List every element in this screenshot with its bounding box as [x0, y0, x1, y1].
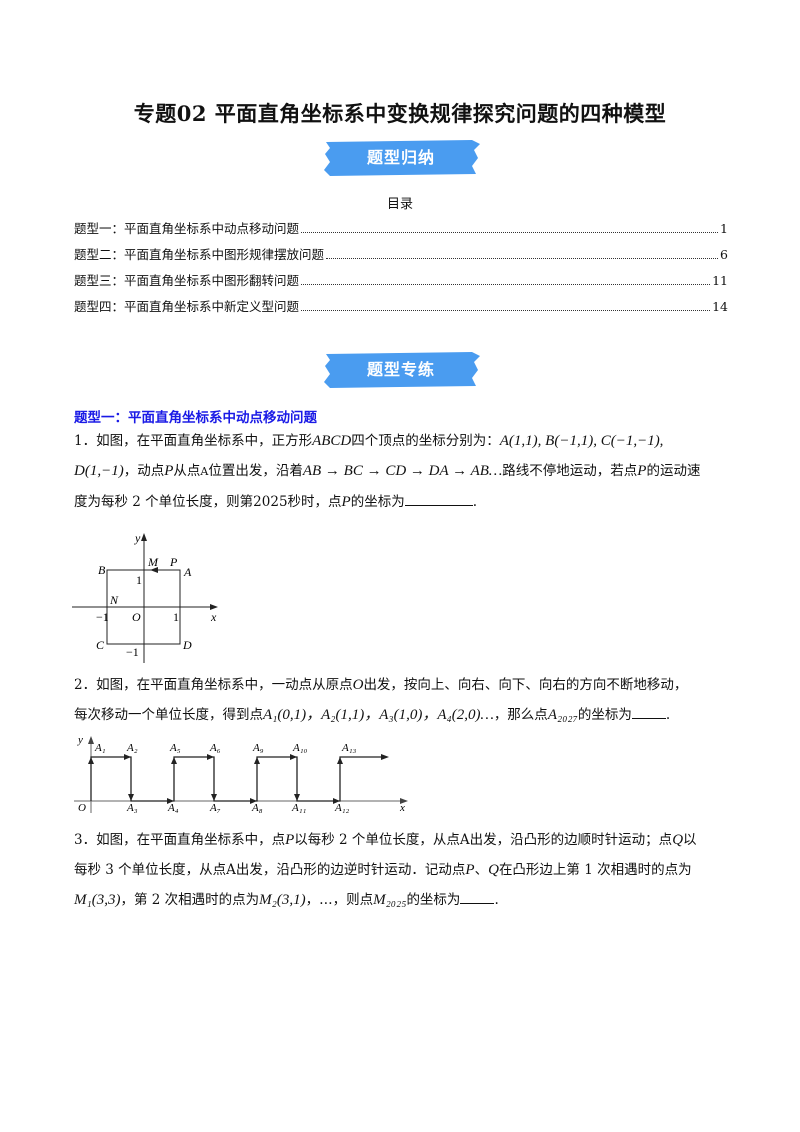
- toc-item[interactable]: 题型一：平面直角坐标系中动点移动问题 1: [74, 218, 728, 244]
- svg-text:x: x: [210, 610, 217, 624]
- toc-item-page: 6: [720, 247, 728, 262]
- svg-text:O: O: [78, 802, 86, 813]
- svg-text:A₂: A₂: [126, 742, 138, 754]
- svg-text:A₉: A₉: [252, 742, 264, 754]
- square-abcd-figure: y x B A C D M P N O 1 −1 1 −1: [72, 531, 218, 663]
- toc-item[interactable]: 题型四：平面直角坐标系中新定义型问题 14: [74, 296, 728, 322]
- svg-text:A: A: [183, 565, 192, 579]
- answer-blank[interactable]: [404, 491, 473, 506]
- svg-text:−1: −1: [96, 610, 109, 624]
- svg-text:O: O: [132, 610, 141, 624]
- toc-item-page: 11: [712, 273, 728, 288]
- answer-blank[interactable]: [460, 889, 495, 904]
- toc-item[interactable]: 题型三：平面直角坐标系中图形翻转问题 11: [74, 270, 728, 296]
- svg-text:D: D: [182, 638, 192, 652]
- toc-leader-dots: [301, 310, 711, 311]
- toc-item-page: 1: [720, 221, 728, 236]
- q1-line-1: 1．如图，在平面直角坐标系中，正方形ABCD四个顶点的坐标分别为：A(1,1),…: [74, 433, 664, 449]
- x-axis-arrow-icon: [400, 798, 408, 804]
- q2-line-1: 2．如图，在平面直角坐标系中，一动点从原点O出发，按向上、向右、向下、向右的方向…: [74, 677, 688, 693]
- svg-text:A₇: A₇: [209, 802, 221, 813]
- y-axis-arrow-icon: [88, 736, 94, 744]
- staircase-path-figure: y A₁ A₂ A₅ A₆ A₉ A₁₀ A₁₃ O A₃ A₄ A₇ A₈ A…: [74, 734, 408, 813]
- toc-item-label: 题型四：平面直角坐标系中新定义型问题: [74, 299, 300, 314]
- svg-text:A₁: A₁: [94, 742, 106, 754]
- q3-line-3: M₁(3,3)，第 2 次相遇时的点为M₂(3,1)，…，则点M₂₀₂₅的坐标为…: [74, 885, 734, 915]
- svg-text:M: M: [147, 555, 159, 569]
- q3-line-2: 每秒 3 个单位长度，从点A出发，沿凸形的边逆时针运动．记动点P、Q在凸形边上第…: [74, 862, 692, 878]
- svg-text:A₄: A₄: [167, 802, 179, 813]
- svg-text:P: P: [169, 555, 178, 569]
- section-heading: 题型一：平面直角坐标系中动点移动问题: [74, 410, 317, 426]
- svg-text:−1: −1: [126, 645, 139, 659]
- svg-text:1: 1: [173, 610, 179, 624]
- q1-line-2: D(1,−1)，动点P从点A位置出发，沿着AB → BC → CD → DA →…: [74, 463, 701, 479]
- toc-leader-dots: [326, 258, 719, 259]
- q2-line-2: 每次移动一个单位长度，得到点A₁(0,1)，A₂(1,1)，A₃(1,0)，A₄…: [74, 700, 734, 730]
- summary-banner: 题型归纳: [322, 140, 480, 176]
- svg-text:A₅: A₅: [169, 742, 181, 754]
- svg-text:1: 1: [136, 573, 142, 587]
- toc-item-label: 题型一：平面直角坐标系中动点移动问题: [74, 221, 300, 236]
- svg-text:B: B: [98, 563, 106, 577]
- practice-banner-label: 题型专练: [366, 360, 435, 379]
- svg-text:A₁₀: A₁₀: [292, 742, 308, 754]
- question-1: 1．如图，在平面直角坐标系中，正方形ABCD四个顶点的坐标分别为：A(1,1),…: [74, 426, 734, 517]
- motion-arrow-icon: [150, 567, 158, 573]
- toc-leader-dots: [301, 284, 711, 285]
- toc-item-label: 题型三：平面直角坐标系中图形翻转问题: [74, 273, 300, 288]
- y-axis-arrow-icon: [141, 533, 147, 541]
- svg-text:A₆: A₆: [209, 742, 221, 754]
- svg-text:y: y: [77, 734, 83, 746]
- svg-text:y: y: [134, 531, 141, 545]
- toc-item-page: 14: [712, 299, 728, 314]
- q3-line-1: 3．如图，在平面直角坐标系中，点P以每秒 2 个单位长度，从点A出发，沿凸形的边…: [74, 832, 697, 848]
- question-3: 3．如图，在平面直角坐标系中，点P以每秒 2 个单位长度，从点A出发，沿凸形的边…: [74, 825, 734, 915]
- table-of-contents: 题型一：平面直角坐标系中动点移动问题 1 题型二：平面直角坐标系中图形规律摆放问…: [74, 218, 728, 322]
- toc-heading: 目录: [386, 197, 413, 212]
- svg-text:N: N: [109, 593, 119, 607]
- svg-text:A₈: A₈: [251, 802, 263, 813]
- answer-blank[interactable]: [631, 704, 666, 719]
- q1-line-3: 度为每秒 2 个单位长度，则第2025秒时，点P的坐标为.: [74, 487, 734, 517]
- svg-text:x: x: [399, 802, 405, 813]
- svg-text:A₁₁: A₁₁: [291, 802, 307, 813]
- toc-item[interactable]: 题型二：平面直角坐标系中图形规律摆放问题 6: [74, 244, 728, 270]
- x-axis-arrow-icon: [210, 604, 218, 610]
- toc-leader-dots: [301, 232, 719, 233]
- question-2: 2．如图，在平面直角坐标系中，一动点从原点O出发，按向上、向右、向下、向右的方向…: [74, 670, 734, 730]
- summary-banner-label: 题型归纳: [366, 148, 435, 167]
- banner-ribbon-icon: [324, 352, 480, 388]
- banner-ribbon-icon: [324, 140, 480, 176]
- page-title: 专题02 平面直角坐标系中变换规律探究问题的四种模型: [133, 101, 667, 126]
- toc-item-label: 题型二：平面直角坐标系中图形规律摆放问题: [74, 247, 325, 262]
- svg-text:A₃: A₃: [126, 802, 138, 813]
- svg-text:C: C: [96, 638, 105, 652]
- practice-banner: 题型专练: [322, 352, 480, 388]
- svg-text:A₁₃: A₁₃: [341, 742, 357, 754]
- svg-text:A₁₂: A₁₂: [334, 802, 350, 813]
